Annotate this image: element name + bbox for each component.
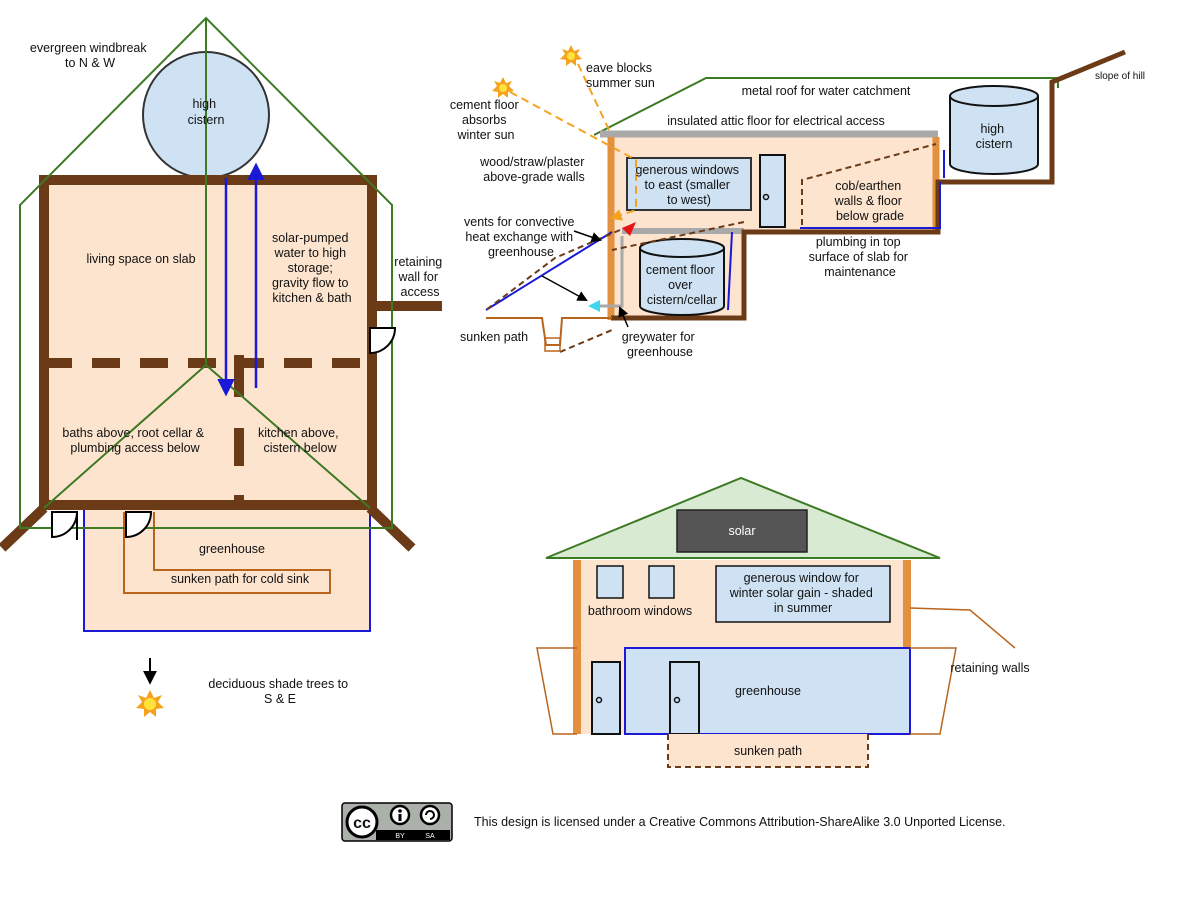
arrow-icon — [618, 306, 629, 328]
section-greywater-pipe — [600, 236, 624, 308]
door-icon — [51, 511, 79, 540]
label-high-cistern-section: high cistern — [976, 122, 1013, 151]
label-windbreak: evergreen windbreak to N & W — [30, 41, 150, 70]
label-retaining-walls: retaining walls — [950, 661, 1029, 675]
label-cement-over-cistern: cement floor over cistern/cellar — [646, 263, 718, 307]
section-cellar-cistern — [639, 238, 725, 316]
bathroom-window — [596, 565, 624, 599]
label-bathroom-windows: bathroom windows — [588, 604, 692, 618]
floor-plan: evergreen windbreak to N & W high cister… — [0, 16, 445, 717]
south-elevation: solar bathroom windows generous window f… — [536, 476, 1030, 768]
door-icon — [369, 327, 397, 355]
door-icon — [669, 661, 700, 735]
label-insulated-attic: insulated attic floor for electrical acc… — [667, 114, 884, 128]
label-plumbing-top: plumbing in top surface of slab for main… — [809, 235, 912, 279]
label-greenhouse-elev: greenhouse — [735, 684, 801, 698]
cc-license-icon[interactable]: cc BY SA — [341, 802, 453, 842]
label-generous-east: generous windows to east (smaller to wes… — [635, 163, 742, 207]
label-deciduous: deciduous shade trees to S & E — [208, 677, 351, 706]
sun-icon — [492, 77, 514, 98]
elevation-south-window — [715, 565, 891, 623]
label-baths: baths above, root cellar & plumbing acce… — [62, 426, 207, 455]
elevation-retaining-walls — [536, 607, 1016, 735]
sun-icon — [136, 690, 164, 717]
label-eave-blocks: eave blocks summer sun — [586, 61, 656, 90]
label-living-space: living space on slab — [86, 252, 195, 266]
elevation-sunken-path — [668, 734, 868, 767]
door-icon — [759, 154, 786, 228]
label-above-grade: wood/straw/plaster above-grade walls — [479, 155, 588, 184]
label-retaining-access: retaining wall for access — [394, 255, 445, 299]
label-greenhouse-plan: greenhouse — [199, 542, 265, 556]
elevation-solar-panel — [676, 509, 808, 553]
label-sunken-cold-sink: sunken path for cold sink — [171, 572, 310, 586]
section-plumbing — [485, 150, 945, 311]
label-metal-roof: metal roof for water catchment — [742, 84, 911, 98]
label-sunken-path-elev: sunken path — [734, 744, 802, 758]
arrow-icon — [622, 222, 636, 236]
sun-rays — [509, 63, 637, 221]
cc-badge-text: cc — [353, 815, 371, 832]
arrow-icon — [588, 300, 600, 312]
label-sunken-path-section: sunken path — [460, 330, 528, 344]
section-east-window — [626, 157, 752, 211]
section-high-cistern — [949, 85, 1039, 175]
cross-section: eave blocks summer sun cement floor abso… — [450, 45, 1145, 359]
plan-windbreak — [19, 16, 393, 529]
label-cob-walls: cob/earthen walls & floor below grade — [834, 179, 906, 223]
label-kitchen: kitchen above, cistern below — [258, 426, 342, 455]
label-generous-south: generous window for winter solar gain - … — [729, 571, 877, 615]
section-metal-roof — [593, 77, 1059, 136]
section-sunken-path — [486, 317, 612, 346]
door-icon — [591, 661, 621, 735]
license-text: This design is licensed under a Creative… — [474, 815, 1006, 829]
by-badge-text: BY — [395, 833, 405, 840]
label-high-cistern-plan: high cistern — [188, 97, 225, 127]
arrow-icon — [541, 275, 588, 302]
label-greywater: greywater for greenhouse — [622, 330, 698, 359]
bathroom-window — [648, 565, 675, 599]
label-solar-pumped: solar-pumped water to high storage; grav… — [272, 231, 352, 305]
sun-icon — [560, 45, 582, 66]
label-cement-absorbs: cement floor absorbs winter sun — [450, 98, 522, 142]
label-solar: solar — [728, 524, 755, 538]
plan-sunken-path — [123, 512, 331, 594]
label-slope-of-hill: slope of hill — [1095, 71, 1145, 82]
section-walls — [607, 49, 1126, 321]
sa-badge-text: SA — [425, 833, 435, 840]
arrow-icon — [573, 230, 602, 243]
door-icon — [125, 511, 153, 539]
label-vents: vents for convective heat exchange with … — [464, 215, 578, 259]
